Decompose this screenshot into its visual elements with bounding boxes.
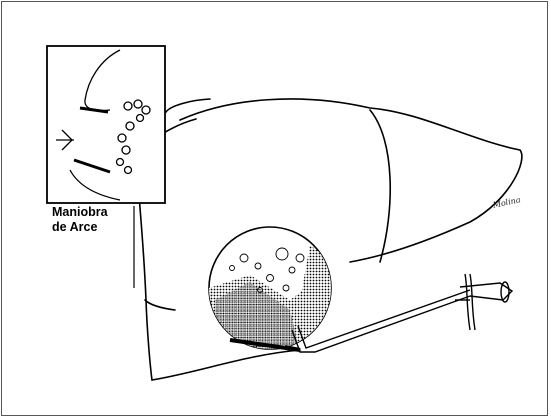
inset-caption: Maniobra de Arce (52, 205, 108, 235)
caption-line-2: de Arce (52, 220, 108, 235)
hydatid-cyst (209, 227, 332, 352)
caption-line-1: Maniobra (52, 205, 108, 220)
liver-outline (137, 99, 522, 380)
inset-panel (47, 46, 165, 288)
